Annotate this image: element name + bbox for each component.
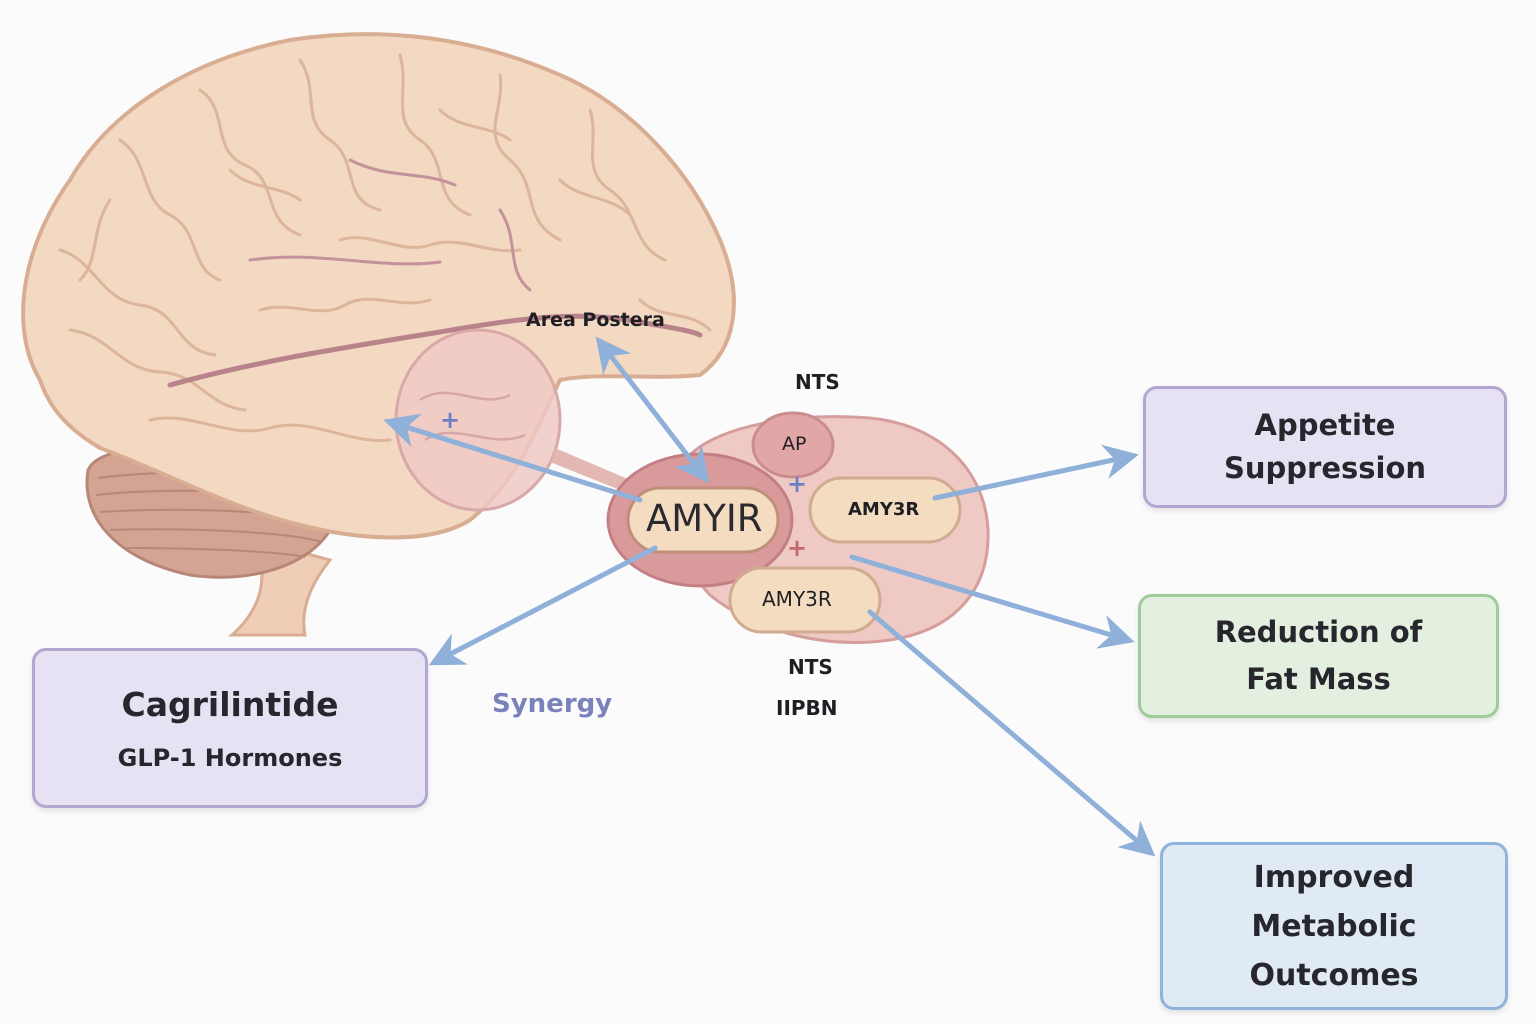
area-postrema-label: Area Postera (526, 309, 665, 331)
appetite-line-2: Suppression (1223, 451, 1427, 485)
arrow-to-metabolic (867, 609, 1156, 857)
metabolic-line-1: Improved (1253, 859, 1415, 895)
metabolic-line-2: Metabolic (1251, 908, 1417, 944)
temporal-nucleus (394, 328, 562, 512)
metabolic-outcomes-box: Improved Metabolic Outcomes (1160, 842, 1508, 1010)
brain-stem (228, 537, 333, 637)
amyir-capsule (626, 486, 780, 554)
appetite-line-1: Appetite (1254, 408, 1396, 442)
amy3r-lower-label: AMY3R (762, 587, 832, 611)
cerebrum (21, 32, 736, 540)
synergy-label: Synergy (492, 689, 613, 719)
plus-sign-blue: + (787, 470, 808, 498)
appetite-suppression-box: Appetite Suppression (1143, 386, 1507, 508)
cagrilintide-box: Cagrilintide GLP-1 Hormones (32, 648, 428, 808)
cagrilintide-subtitle: GLP-1 Hormones (117, 743, 343, 772)
amy3r-upper-label: AMY3R (848, 499, 920, 520)
plus-sign-brain: + (440, 406, 461, 434)
fat-mass-box: Reduction of Fat Mass (1138, 594, 1499, 718)
arrow-to-appetite (932, 444, 1139, 501)
arrow-amyir-to-cagrilintide (428, 545, 658, 666)
ap-label: AP (782, 433, 807, 455)
arrow-amyir-to-brain (383, 413, 643, 503)
amy3r-lower-capsule (728, 566, 882, 634)
cagrilintide-title: Cagrilintide (121, 684, 339, 724)
nts-bottom-label: NTS (788, 655, 833, 679)
iipbn-label: IIPBN (776, 696, 838, 720)
nts-top-label: NTS (795, 370, 840, 394)
amyir-label: AMYIR (646, 497, 763, 540)
arrow-amyir-to-area-postrema (595, 336, 710, 484)
arrow-to-fat-mass (849, 554, 1135, 649)
fat-mass-line-2: Fat Mass (1246, 662, 1391, 696)
ap-circle (751, 411, 835, 479)
amy3r-upper-capsule (808, 476, 962, 544)
metabolic-line-3: Outcomes (1249, 957, 1419, 993)
plus-sign-red: + (787, 534, 808, 562)
fat-mass-line-1: Reduction of (1214, 615, 1423, 649)
